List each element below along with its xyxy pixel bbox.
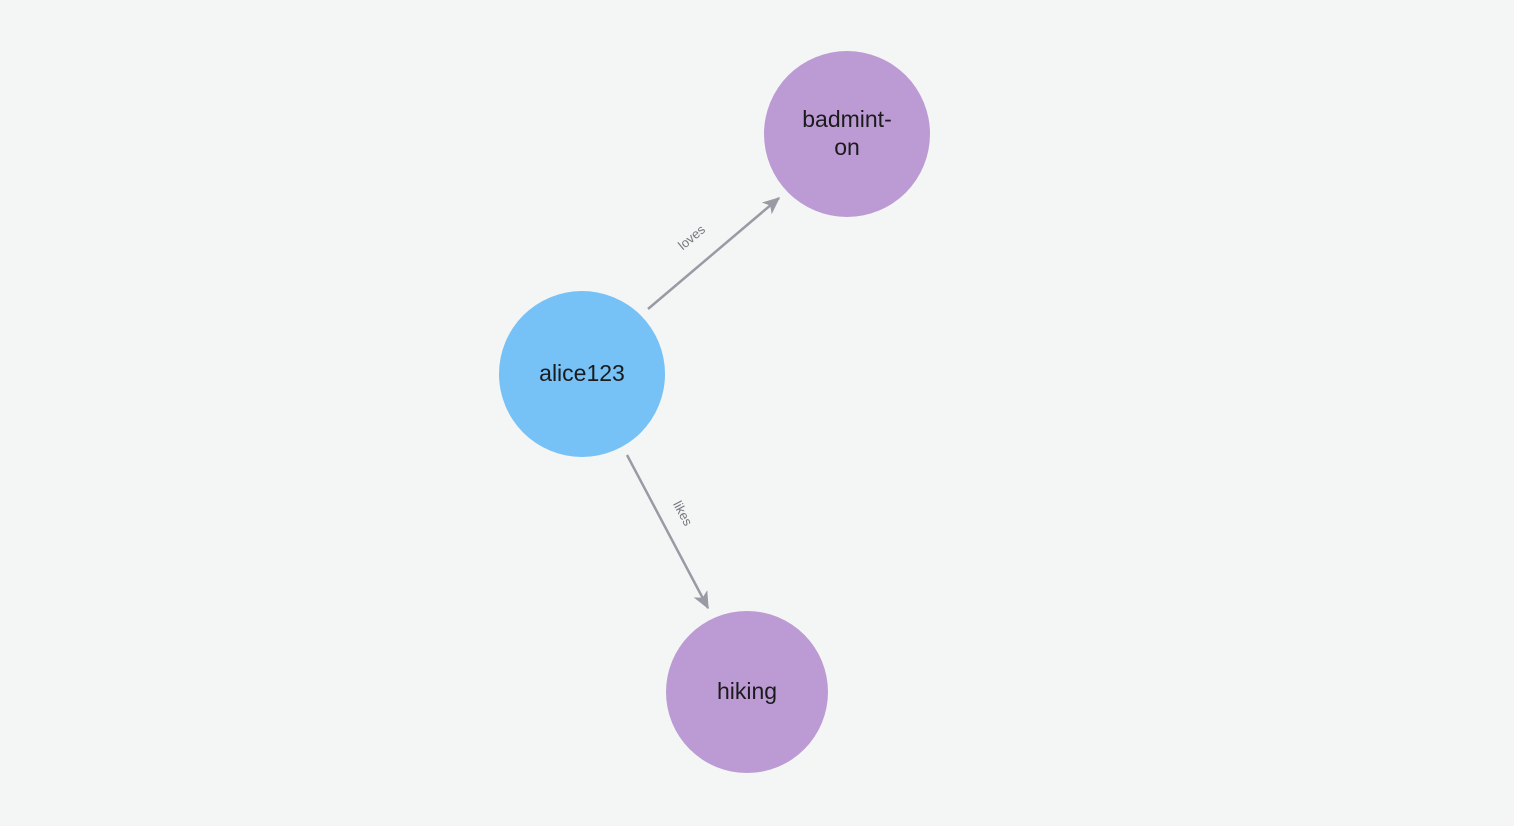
node-alice123[interactable]: alice123 xyxy=(499,291,665,457)
edge-line-loves[interactable] xyxy=(647,197,781,310)
node-circle-badminton[interactable] xyxy=(764,51,930,217)
node-circle-hiking[interactable] xyxy=(666,611,828,773)
edge-label-likes: likes xyxy=(670,498,696,528)
node-badminton[interactable]: badmint- on xyxy=(764,51,930,217)
edge-alice123-loves-badminton[interactable]: loves xyxy=(647,197,781,310)
node-circle-alice123[interactable] xyxy=(499,291,665,457)
node-hiking[interactable]: hiking xyxy=(666,611,828,773)
edge-alice123-likes-hiking[interactable]: likes xyxy=(625,454,710,610)
edge-label-loves: loves xyxy=(675,221,708,252)
edge-line-likes[interactable] xyxy=(625,454,710,610)
node-layer: alice123 badmint- on hiking xyxy=(499,51,930,773)
